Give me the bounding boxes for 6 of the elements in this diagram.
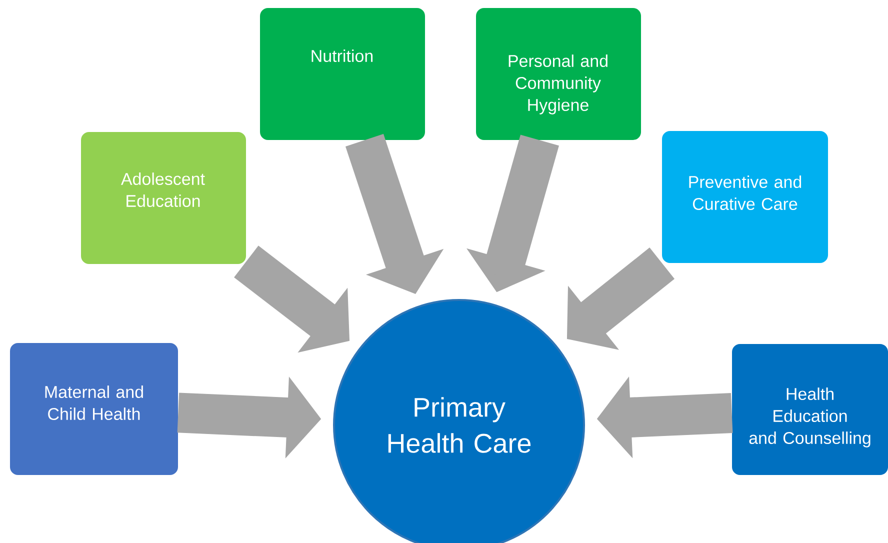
topic-box: Health Education and Counselling	[732, 344, 888, 475]
topic-box: Personal and Community Hygiene	[476, 8, 641, 140]
topic-box: Preventive and Curative Care	[662, 131, 828, 263]
topic-box: Nutrition	[260, 8, 425, 140]
topic-box: Maternal and Child Health	[10, 343, 178, 475]
topic-box: Adolescent Education	[81, 132, 246, 264]
